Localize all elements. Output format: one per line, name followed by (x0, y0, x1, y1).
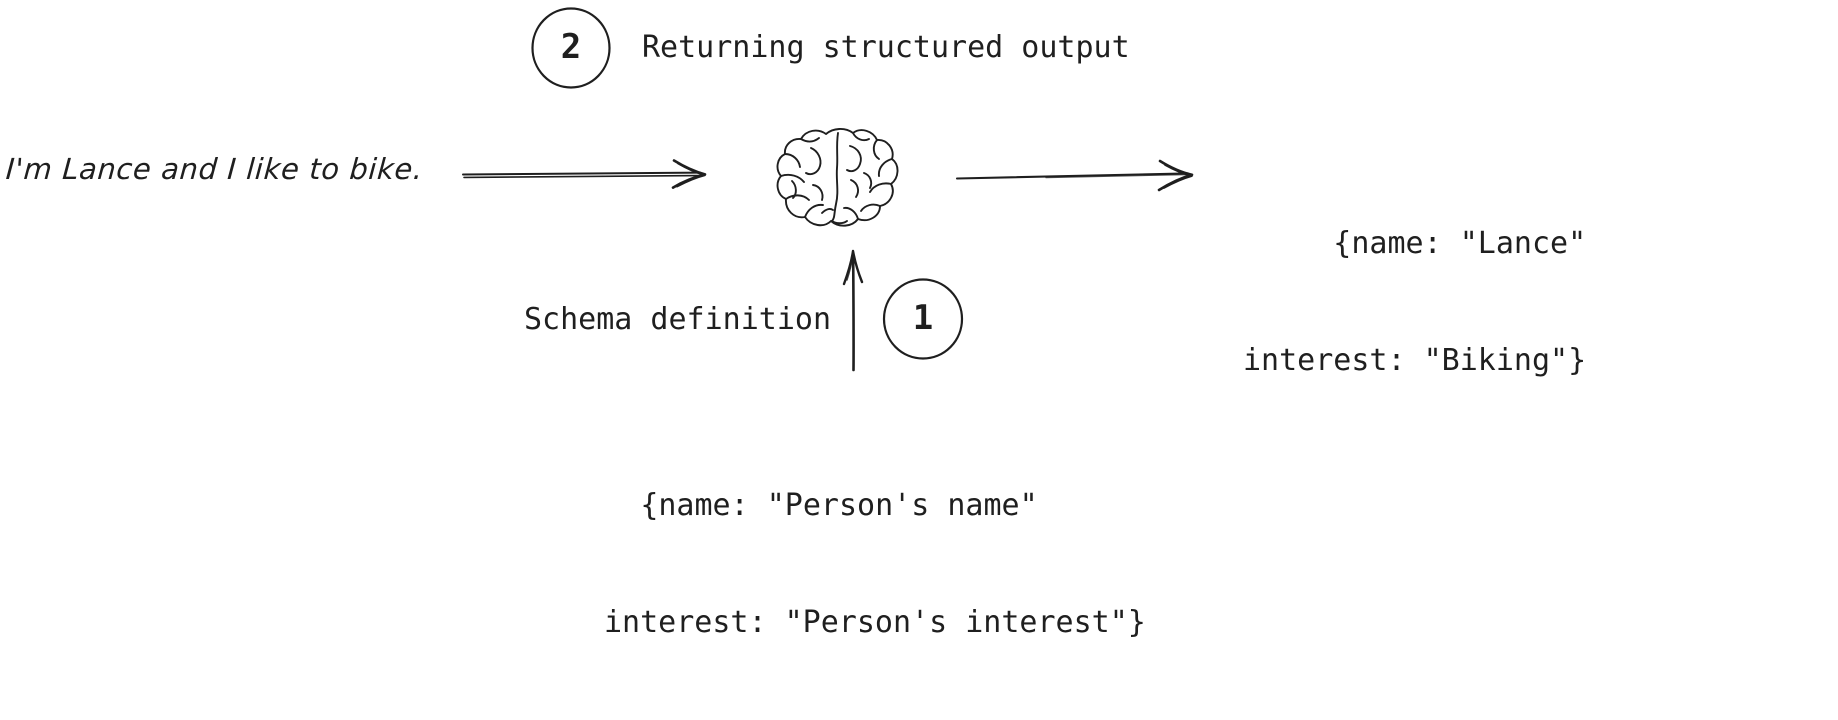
schema-json-block: {name: "Person's name" interest: "Person… (604, 408, 1146, 720)
brain-sketch (776, 128, 899, 227)
input-phrase-text: I'm Lance and I like to bike. (4, 152, 425, 186)
step-1-number: 1 (912, 298, 934, 338)
circled-number-icon (531, 7, 611, 89)
output-json-block: {name: "Lance" interest: "Biking"} (1243, 146, 1586, 458)
step-2-label: Returning structured output (642, 30, 1130, 65)
step-2-number: 2 (560, 27, 582, 67)
output-json-line-2: interest: "Biking"} (1243, 343, 1587, 378)
arrow-input-to-brain (462, 152, 730, 196)
schema-json-line-2: interest: "Person's interest"} (604, 605, 1146, 640)
arrow-up-icon (842, 249, 864, 372)
arrow-right-icon (462, 159, 707, 189)
arrow-schema-to-brain (826, 246, 882, 372)
output-json-line-1: {name: "Lance" (1333, 226, 1587, 261)
schema-json-line-1: {name: "Person's name" (640, 488, 1038, 523)
step-1-label: Schema definition (524, 302, 832, 337)
circled-number-icon (882, 278, 964, 360)
arrow-right-icon (955, 159, 1194, 192)
brain-icon (766, 118, 926, 234)
diagram-canvas: 2 Returning structured output I'm Lance … (4, 7, 1586, 640)
step-2-badge: 2 (530, 7, 612, 89)
step-1-badge: 1 (882, 278, 964, 360)
arrow-brain-to-output (955, 152, 1214, 196)
